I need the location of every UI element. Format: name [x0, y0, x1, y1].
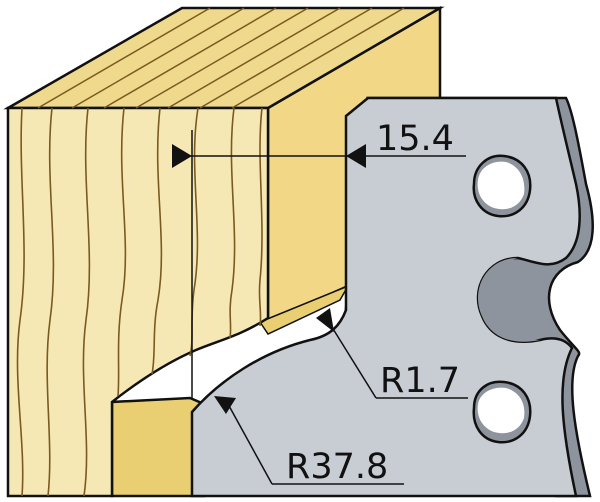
- large-radius-leader: [227, 403, 273, 485]
- wood-profile-ledge: [258, 284, 350, 335]
- large-radius-label: R37.8: [286, 447, 388, 487]
- small-radius-label: R1.7: [380, 361, 460, 401]
- width-arrow-right: [346, 144, 366, 168]
- wood-front-grain: [16, 107, 263, 497]
- cutter-plate: [190, 96, 594, 498]
- lower-mounting-hole: [472, 380, 532, 444]
- width-arrow-left: [172, 144, 192, 168]
- wood-profile-step: [110, 396, 206, 498]
- large-radius-arrow: [214, 396, 236, 414]
- cutter-notch-shading: [478, 258, 540, 342]
- small-radius-dimension: R1.7: [316, 308, 468, 401]
- width-dimension: 15.4: [172, 119, 466, 398]
- width-label: 15.4: [376, 119, 454, 159]
- wood-front-face: [6, 106, 270, 498]
- upper-mounting-hole: [472, 154, 532, 218]
- wood-top-grain: [37, 7, 405, 109]
- small-radius-arrow: [316, 308, 334, 332]
- small-radius-leader: [329, 323, 377, 399]
- large-radius-dimension: R37.8: [214, 396, 404, 487]
